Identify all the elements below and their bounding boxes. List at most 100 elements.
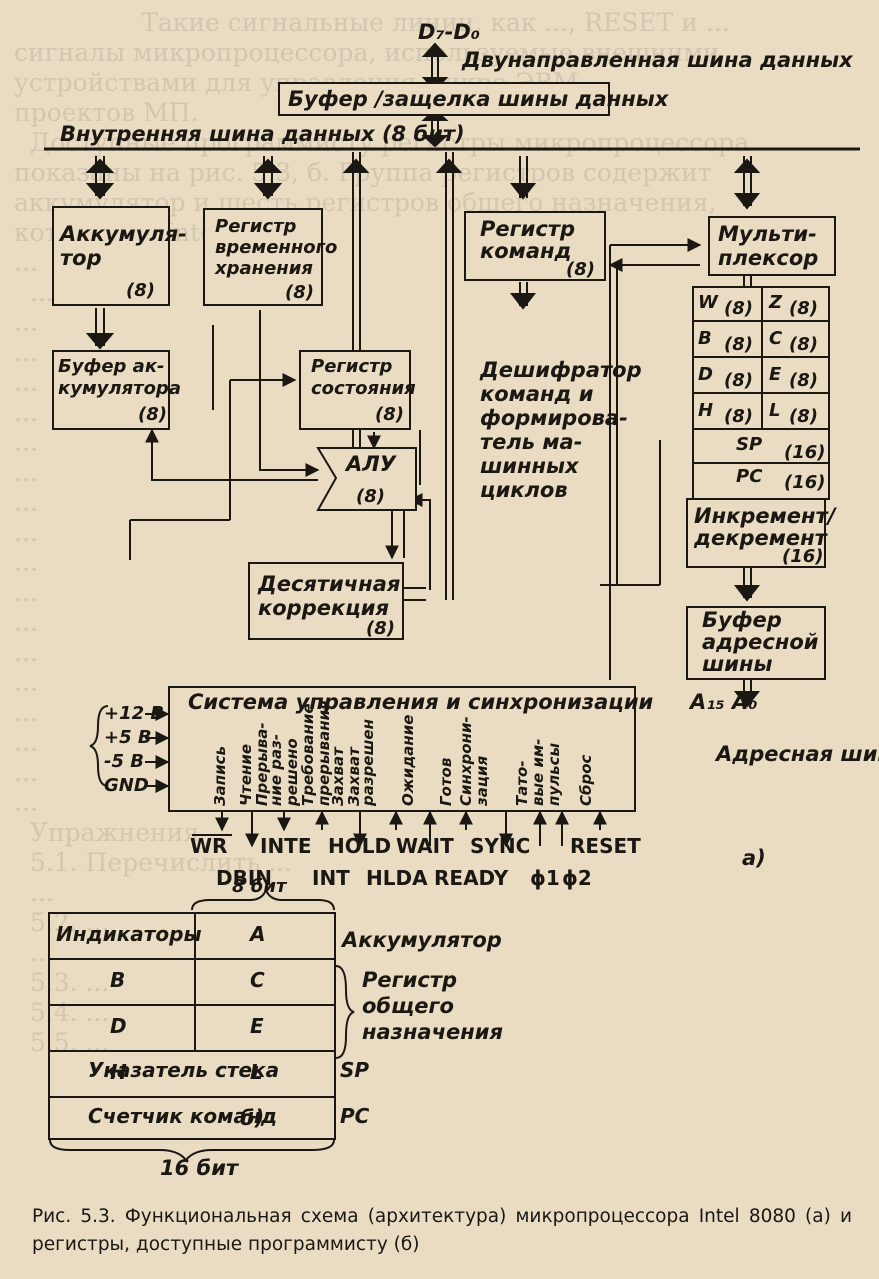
pin-label: HLDA (366, 866, 428, 890)
address-bus-label: Адресная шина (716, 742, 879, 766)
instruction-register-size: (8) (566, 259, 595, 280)
instruction-register-label-1: Регистр (480, 217, 575, 241)
internal-bus-label: Внутренняя шина данных (8 бит) (60, 122, 465, 146)
accumulator-size: (8) (126, 280, 155, 301)
bits-8-label: 8 бит (232, 876, 287, 897)
inc-dec-label-2: декремент (694, 526, 827, 550)
register-cell: H (110, 1060, 127, 1084)
control-signal: Ожидание (399, 714, 417, 806)
multiplexer-label-1: Мульти- (718, 222, 817, 246)
alu-shape (316, 447, 417, 511)
control-signal: разрешен (359, 719, 377, 806)
register-cell: L (250, 1060, 263, 1084)
figure-caption: Рис. 5.3. Функциональная схема (архитект… (32, 1206, 852, 1255)
temp-register-label-2: временного (215, 237, 338, 258)
register-name: D (698, 364, 713, 385)
control-signal: Чтение (237, 743, 255, 806)
sp-register: SP (340, 1058, 370, 1082)
data-bus-buffer-label: Буфер /защелка шины данных (288, 87, 669, 111)
multiplexer-block: Мульти- плексор (708, 216, 836, 276)
power-12v: +12 В (104, 703, 165, 724)
register-size: (8) (724, 298, 753, 319)
instruction-register-block: Регистр команд (8) (464, 211, 606, 281)
inc-dec-label-1: Инкремент/ (694, 504, 836, 528)
status-register-block: Регистр состояния (8) (299, 350, 416, 430)
decoder-label-2: команд и (480, 382, 594, 406)
control-signal: Требование (299, 703, 317, 806)
register-cell: A (250, 922, 266, 946)
register-size: (8) (724, 406, 753, 427)
register-cell: Индикаторы (56, 922, 202, 946)
control-signal: Синхрони- (457, 716, 475, 806)
alu-label: АЛУ (346, 452, 396, 476)
temp-register-block: Регистр временного хранения (8) (203, 208, 337, 306)
pc-register: PC (340, 1104, 370, 1128)
programmer-register-table (48, 912, 336, 1140)
sp-label: SP (736, 434, 763, 455)
acc-buffer-label-1: Буфер ак- (58, 356, 165, 377)
register-cell: B (110, 968, 126, 992)
alu-size: (8) (356, 486, 385, 507)
address-pins-label: A₁₅ A₀ (690, 690, 758, 714)
register-divider (761, 358, 763, 394)
data-pins-label: D₇-D₀ (418, 20, 480, 44)
register-size: (8) (724, 334, 753, 355)
address-buffer-label-3: шины (702, 652, 773, 676)
power-minus5v: -5 В (104, 751, 144, 772)
control-signal: решено (283, 738, 301, 806)
temp-register-label-3: хранения (215, 258, 313, 279)
address-buffer-label-2: адресной (702, 630, 819, 654)
data-bus-buffer-block: Буфер /защелка шины данных (278, 82, 668, 116)
accumulator-row-label: Аккумулятор (342, 928, 502, 952)
control-sync-label: Система управления и синхронизации (188, 690, 654, 714)
register-cell: D (110, 1014, 127, 1038)
pin-label: SYNC (470, 834, 531, 858)
pin-label: ϕ2 (562, 866, 592, 890)
control-signal: Тато- (513, 760, 531, 806)
register-cell: C (250, 968, 265, 992)
sp-row (692, 430, 830, 464)
accumulator-label-1: Аккумуля- (60, 222, 187, 246)
register-divider (761, 286, 763, 322)
register-size: (8) (789, 298, 818, 319)
figure-a-label: а) (742, 846, 766, 870)
address-buffer-block: Буфер адресной шины (686, 606, 826, 680)
acc-buffer-size: (8) (138, 404, 167, 425)
acc-buffer-label-2: кумулятора (58, 378, 181, 399)
pin-label: READY (434, 866, 509, 890)
register-name: W (698, 292, 718, 313)
control-signal: ние раз- (267, 733, 285, 806)
pin-label: ϕ1 (530, 866, 560, 890)
accumulator-label-2: тор (60, 246, 102, 270)
sp-row-label: Указатель стека (88, 1058, 280, 1082)
control-signal: Захват (329, 747, 347, 806)
decoder-label-6: циклов (480, 478, 568, 502)
instruction-register-label-2: команд (480, 239, 572, 263)
pin-label: WR (190, 834, 228, 858)
pc-row-label: Счетчик команд (88, 1104, 277, 1128)
figure-b-label: б) (240, 1106, 265, 1130)
decimal-size: (8) (366, 618, 395, 639)
decoder-label-3: формирова- (480, 406, 628, 430)
multiplexer-label-2: плексор (718, 246, 819, 270)
acc-buffer-block: Буфер ак- кумулятора (8) (52, 350, 181, 430)
gp-register-label-3: назначения (362, 1020, 503, 1044)
register-size: (8) (789, 370, 818, 391)
inc-dec-size: (16) (782, 546, 824, 567)
register-divider (761, 394, 763, 430)
address-buffer-label-1: Буфер (702, 608, 782, 632)
decimal-label-2: коррекция (258, 596, 390, 620)
accumulator-block: Аккумуля- тор (8) (52, 206, 187, 306)
inc-dec-block: Инкремент/ декремент (16) (686, 498, 835, 568)
pin-label: INTE (260, 834, 312, 858)
pin-label: WAIT (396, 834, 454, 858)
control-signal: Запись (211, 745, 229, 806)
register-cell: E (250, 1014, 264, 1038)
decoder-label-5: шинных (480, 454, 579, 478)
control-signal: Готов (437, 757, 455, 806)
decoder-label-1: Дешифратор (480, 358, 642, 382)
pin-label: DBIN (216, 866, 273, 890)
register-size: (8) (724, 370, 753, 391)
register-name: C (769, 328, 783, 349)
